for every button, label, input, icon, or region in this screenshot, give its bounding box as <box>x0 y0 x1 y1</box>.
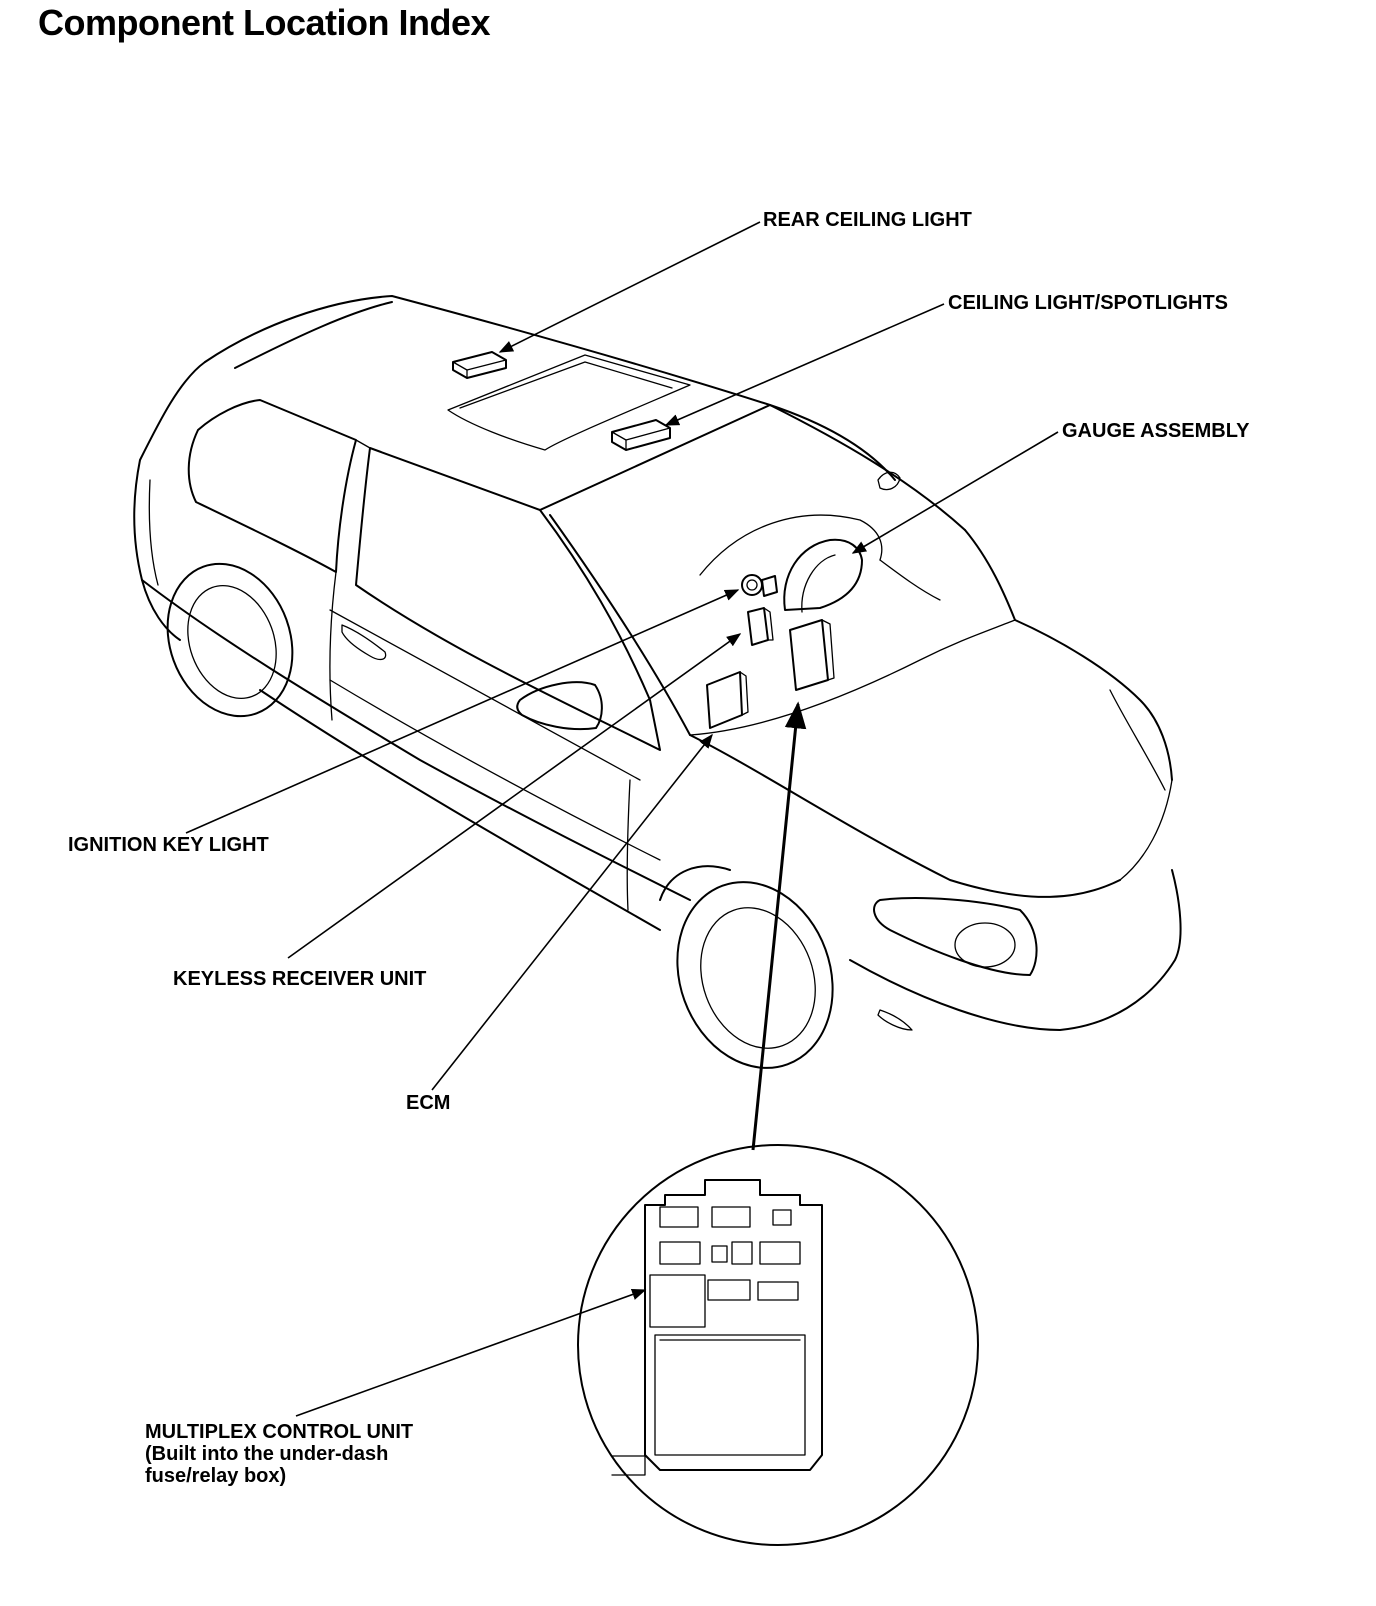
ceiling-light-part <box>611 419 671 451</box>
keyless-receiver-part <box>747 607 774 646</box>
label-gauge-assembly: GAUGE ASSEMBLY <box>1062 420 1250 442</box>
rear-ceiling-light-part <box>452 351 507 379</box>
leader-lines <box>185 221 1059 1417</box>
ignition-key-light-part <box>741 574 778 597</box>
page-title: Component Location Index <box>38 2 491 43</box>
label-keyless-receiver-unit: KEYLESS RECEIVER UNIT <box>173 968 426 990</box>
label-multiplex-note-line1: (Built into the under-dash <box>145 1443 388 1465</box>
multiplex-unit-part <box>789 619 835 691</box>
fuse-relay-box-detail <box>577 1144 979 1546</box>
label-rear-ceiling-light: REAR CEILING LIGHT <box>763 209 972 231</box>
gauge-assembly-part <box>783 538 863 613</box>
ecm-part <box>706 671 749 729</box>
label-ceiling-light-spotlights: CEILING LIGHT/SPOTLIGHTS <box>948 292 1228 314</box>
label-ignition-key-light: IGNITION KEY LIGHT <box>68 834 269 856</box>
car-illustration <box>133 295 1182 1069</box>
label-multiplex-control-unit: MULTIPLEX CONTROL UNIT <box>145 1421 413 1443</box>
label-multiplex-note-line2: fuse/relay box) <box>145 1465 286 1487</box>
label-ecm: ECM <box>406 1092 450 1114</box>
